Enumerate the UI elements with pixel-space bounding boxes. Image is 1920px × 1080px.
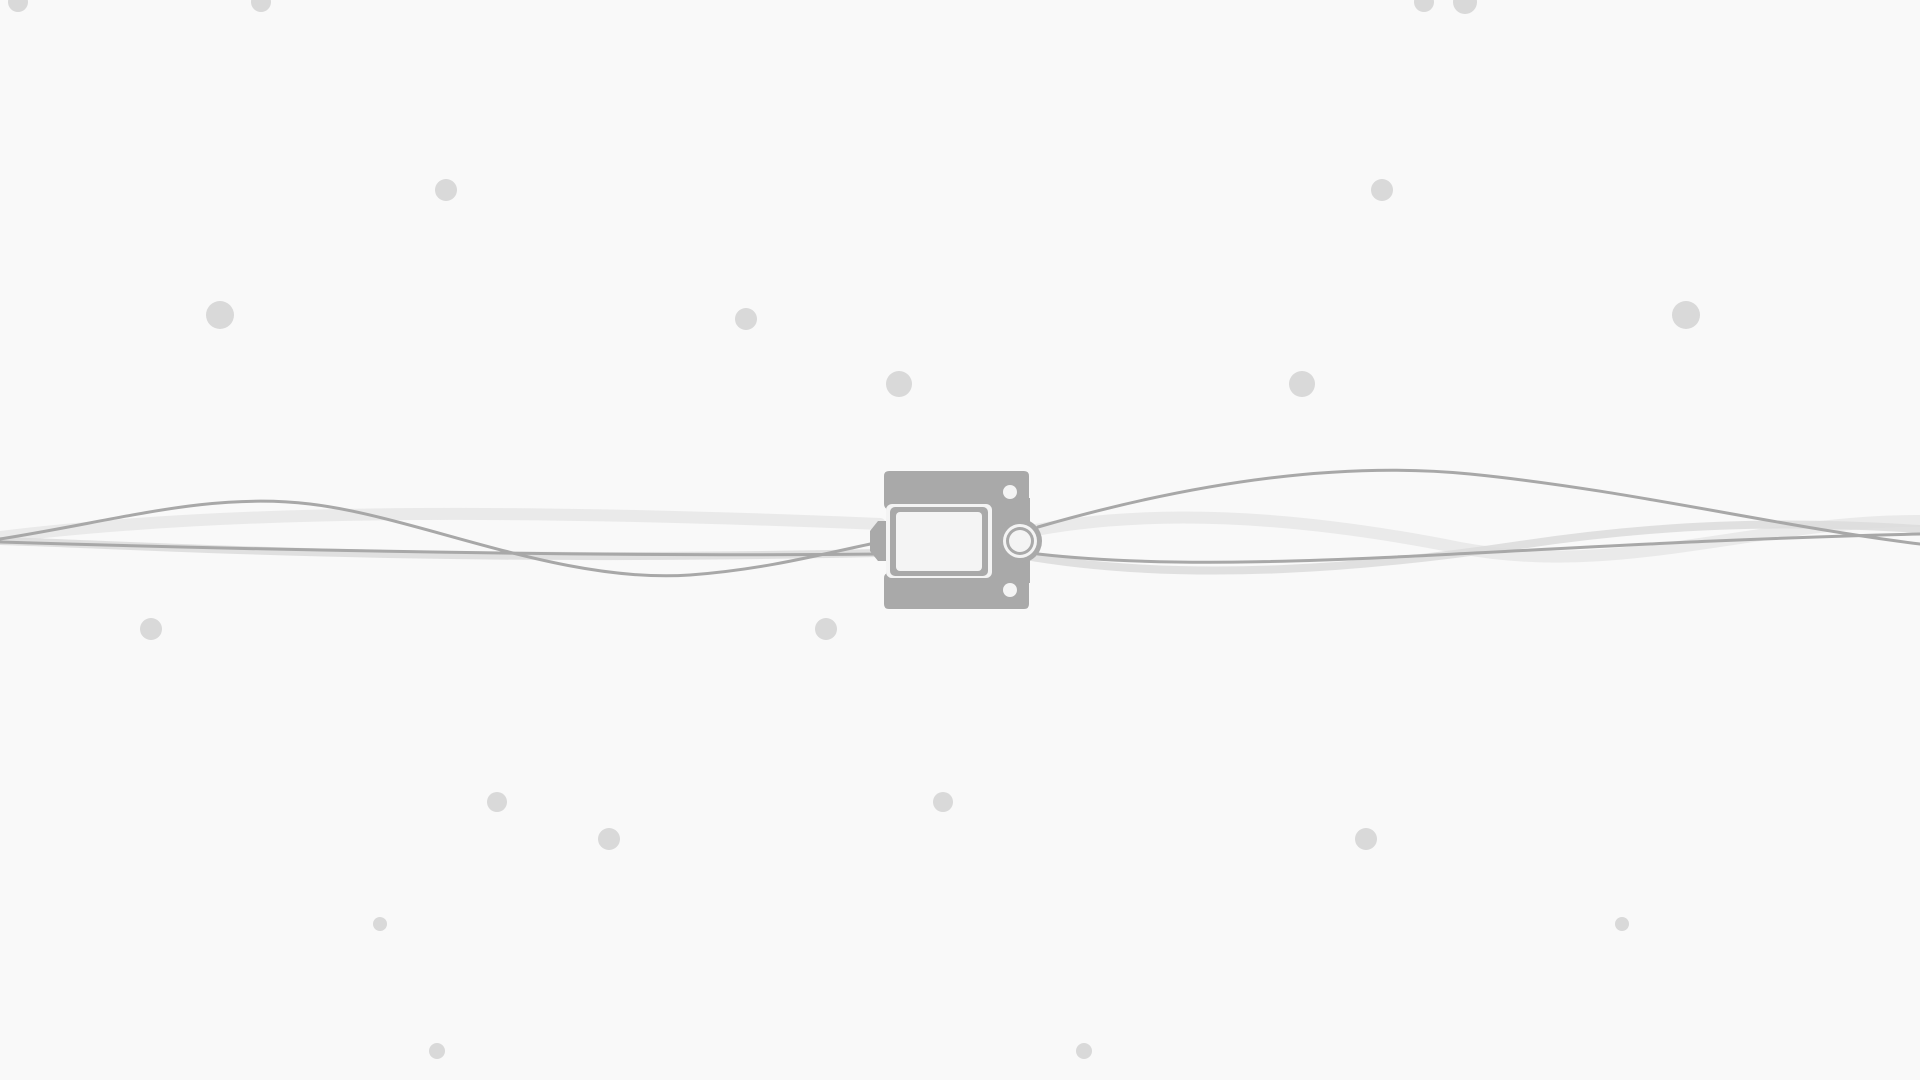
- particle-dot: [487, 792, 507, 812]
- particle-dot: [815, 618, 837, 640]
- particle-dot: [1371, 179, 1393, 201]
- connector-hole-bottom: [1003, 583, 1017, 597]
- connector-socket-light: [1009, 530, 1031, 552]
- wire-glow: [0, 507, 886, 543]
- particle-dot: [598, 828, 620, 850]
- connector-tip-left: [870, 521, 890, 561]
- particle-dot: [1289, 371, 1315, 397]
- connector-hole-top: [1003, 485, 1017, 499]
- particle-dot: [206, 301, 234, 329]
- particle-dot: [140, 618, 162, 640]
- particle-dot: [1355, 828, 1377, 850]
- particle-dot: [1615, 917, 1629, 931]
- particle-dot: [435, 179, 457, 201]
- cable-left-main: [0, 499, 882, 578]
- cable-left-straight: [0, 540, 884, 557]
- particle-dot: [933, 792, 953, 812]
- particle-dot: [429, 1043, 445, 1059]
- particle-dot: [1414, 0, 1434, 12]
- particle-dot: [1453, 0, 1477, 14]
- particle-dot: [251, 0, 271, 12]
- cable-right-main: [1036, 468, 1920, 546]
- particle-dot: [373, 917, 387, 931]
- particle-dot: [886, 371, 912, 397]
- particle-dot: [1672, 301, 1700, 329]
- wire-glow: [1014, 511, 1920, 563]
- particle-dot: [735, 308, 757, 330]
- connector-screen: [896, 512, 982, 571]
- cable-right-straight: [1036, 532, 1920, 564]
- particle-dot: [8, 0, 28, 12]
- particle-dot: [1076, 1043, 1092, 1059]
